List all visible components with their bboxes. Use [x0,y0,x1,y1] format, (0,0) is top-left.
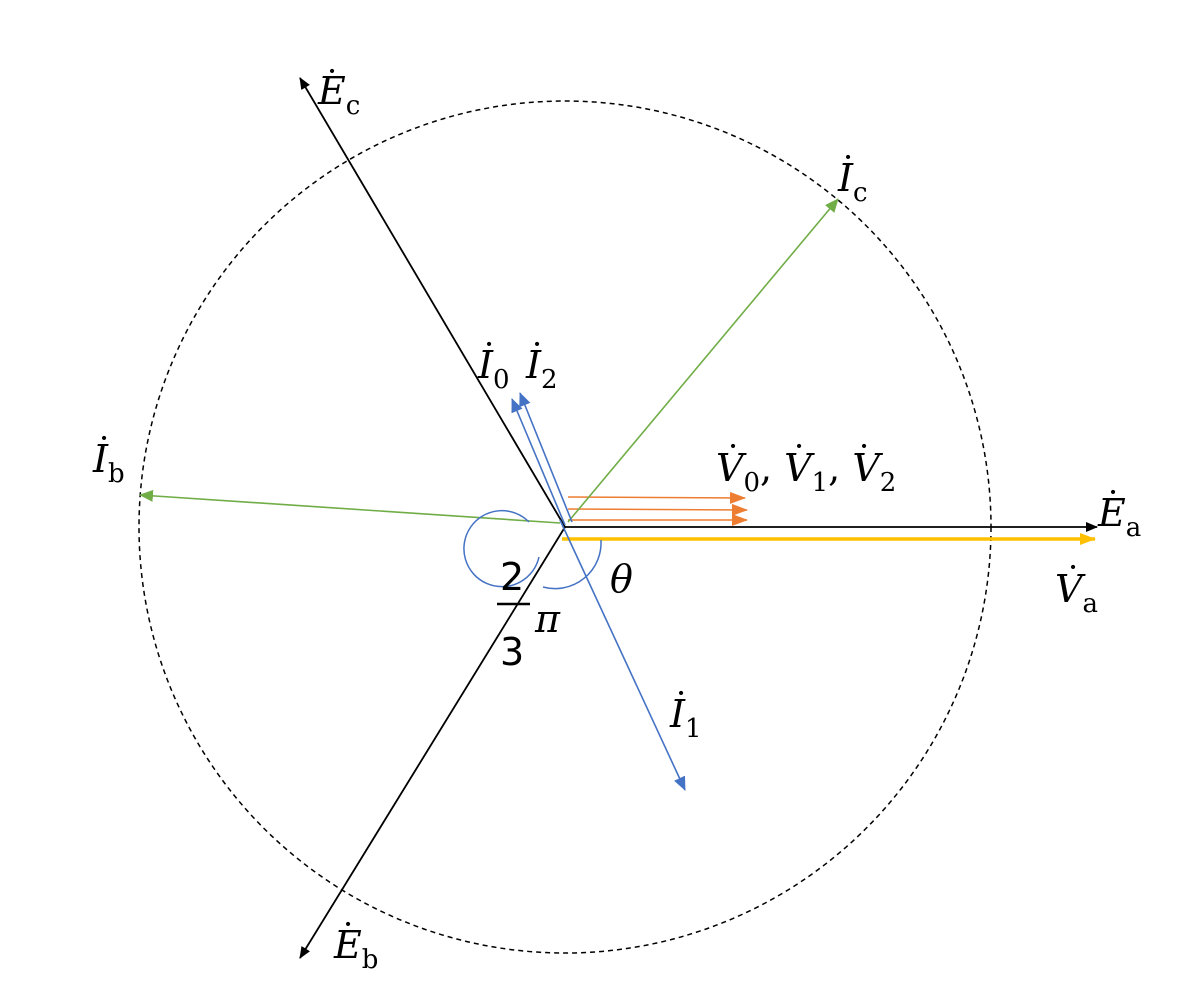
svg-text:V0, V1, V2: V0, V1, V2 [716,446,896,498]
svg-text:·: · [343,905,353,943]
phasor-Ib [139,489,561,524]
label-Ea: Ea · [1097,473,1141,543]
phasor-I1 [559,519,686,791]
angle-arc-theta [542,539,602,590]
svg-text:·: · [1108,473,1118,511]
label-Ib: Ib · [92,419,125,489]
label-angle-2pi3: 2 3 π [497,555,561,674]
svg-text:π: π [534,597,561,641]
phasor-I0 [511,398,566,526]
svg-text:·: · [859,427,869,465]
phasor-I2 [519,392,573,523]
label-V012: V0, V1, V2 · · · [716,427,896,498]
svg-text:Ea: Ea [1097,491,1141,543]
svg-text:·: · [794,427,804,465]
svg-text:3: 3 [500,630,524,674]
label-I2: I2 · [525,325,558,395]
svg-text:·: · [532,325,542,363]
svg-text:Va: Va [1055,567,1098,619]
phasor-Ec [299,77,566,528]
label-theta: θ [610,557,633,601]
svg-text:Ic: Ic [837,156,868,208]
phasor-Eb [299,526,566,959]
svg-text:·: · [728,427,738,465]
svg-text:·: · [484,325,494,363]
svg-text:I0: I0 [477,343,510,395]
label-Ic: Ic · [837,138,868,208]
svg-text:I1: I1 [669,692,702,744]
label-I1: I1 · [669,674,702,744]
phasor-V0 [567,491,746,504]
svg-text:·: · [1068,548,1078,586]
label-I0: I0 · [477,325,510,395]
angle-arc-2pi3 [463,509,540,588]
phasor-Ic [567,198,839,523]
svg-text:·: · [676,674,686,712]
svg-text:·: · [843,138,853,176]
label-Va: Va · [1055,548,1098,619]
label-Ec: Ec · [317,52,360,121]
label-Eb: Eb · [333,905,378,975]
svg-text:Ib: Ib [92,437,125,489]
svg-text:Ec: Ec [317,69,360,121]
svg-text:I2: I2 [525,343,558,395]
svg-text:·: · [327,52,337,90]
svg-text:2: 2 [500,555,524,599]
svg-text:·: · [99,419,109,457]
phasor-V1 [567,503,748,516]
svg-text:Eb: Eb [333,923,378,975]
